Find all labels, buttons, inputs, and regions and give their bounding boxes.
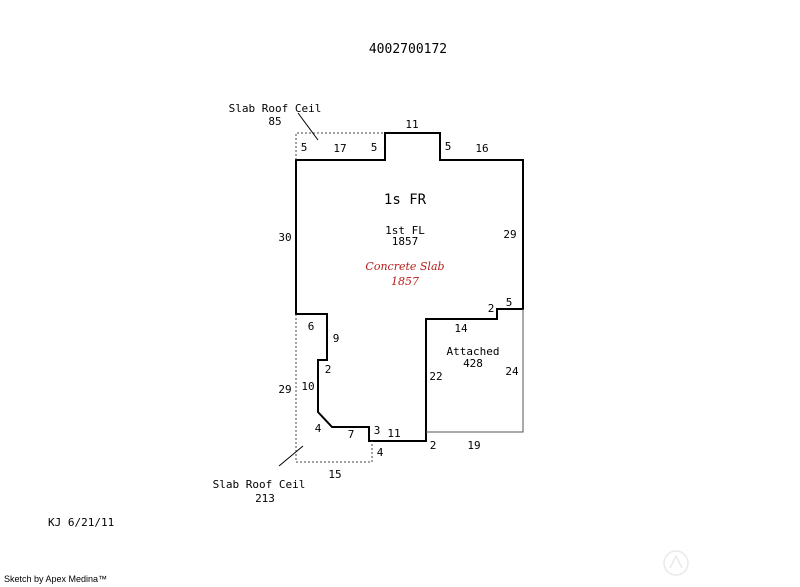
floor-label: 1st FL: [385, 224, 425, 237]
foundation-label: Concrete Slab: [365, 260, 444, 273]
dimension-label: 5: [445, 140, 452, 153]
dimension-labels: 5 17 5 11 5 16 30 29 2 5 14 6 9 2 10 29 …: [278, 118, 519, 481]
dimension-label: 2: [430, 439, 437, 452]
dimension-label: 5: [301, 141, 308, 154]
bottom-porch-outline: [295, 314, 373, 463]
dimension-label: 15: [328, 468, 341, 481]
floor-area: 1857: [392, 235, 419, 248]
dimension-label: 10: [301, 380, 314, 393]
dimension-label: 17: [333, 142, 346, 155]
dimension-label: 29: [503, 228, 516, 241]
bottom-roof-leader-line: [278, 445, 304, 467]
top-roof-area: 85: [268, 115, 281, 128]
dimension-label: 30: [278, 231, 291, 244]
dimension-label: 5: [506, 296, 513, 309]
dimension-label: 7: [348, 428, 355, 441]
dimension-label: 14: [454, 322, 468, 335]
main-area-code: 1s FR: [384, 192, 427, 208]
top-roof-leader-line: [297, 112, 319, 141]
software-credit: Sketch by Apex Medina™: [4, 574, 107, 584]
foundation-area: 1857: [391, 275, 419, 288]
top-roof-label: Slab Roof Ceil: [229, 102, 322, 115]
dimension-label: 29: [278, 383, 291, 396]
dimension-label: 24: [505, 365, 519, 378]
initials-date: KJ 6/21/11: [48, 516, 114, 529]
garage-label: Attached: [447, 345, 500, 358]
dimension-label: 4: [315, 422, 322, 435]
main-house-outline: [295, 132, 524, 442]
dimension-label: 9: [333, 332, 340, 345]
parcel-id: 4002700172: [369, 42, 447, 57]
top-porch-outline: [295, 132, 385, 160]
dimension-label: 3: [374, 424, 381, 437]
dimension-label: 22: [429, 370, 442, 383]
garage-outline: [426, 309, 524, 433]
dimension-label: 11: [405, 118, 418, 131]
garage-area: 428: [463, 357, 483, 370]
bottom-roof-label: Slab Roof Ceil: [213, 478, 306, 491]
dimension-label: 16: [475, 142, 488, 155]
dimension-label: 2: [325, 363, 332, 376]
dimension-label: 2: [488, 302, 495, 315]
watermark-icon: [663, 550, 689, 576]
dimension-label: 11: [387, 427, 400, 440]
bottom-roof-area: 213: [255, 492, 275, 505]
dimension-label: 19: [467, 439, 480, 452]
dimension-label: 5: [371, 141, 378, 154]
dimension-label: 4: [377, 446, 384, 459]
dimension-label: 6: [308, 320, 315, 333]
